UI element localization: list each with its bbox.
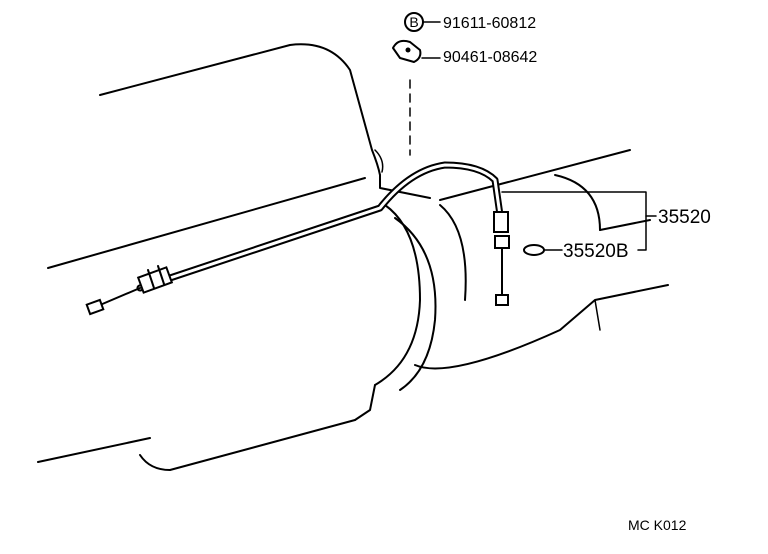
bolt-part-number: 91611-60812: [443, 15, 536, 32]
drawing-code: MC K012: [628, 517, 687, 533]
throttle-cable: [136, 161, 504, 292]
bolt-symbol: B: [409, 14, 418, 30]
o-ring-callout: 35520B: [523, 241, 629, 262]
cable-assembly-part-number: 35520: [658, 207, 711, 228]
o-ring-part-number: 35520B: [563, 241, 629, 262]
cable-end-fitting-left: [85, 265, 174, 316]
o-ring-icon: [523, 244, 545, 256]
clamp-part-number: 90461-08642: [443, 49, 537, 66]
cable-assembly-callout: 35520: [501, 191, 711, 251]
clamp-callout: 90461-08642: [392, 39, 537, 66]
clamp-icon: [392, 39, 422, 63]
transmission-housing: [37, 43, 669, 471]
bolt-callout: B 91611-60812: [404, 12, 536, 32]
cable-end-fitting-right: [493, 211, 510, 306]
